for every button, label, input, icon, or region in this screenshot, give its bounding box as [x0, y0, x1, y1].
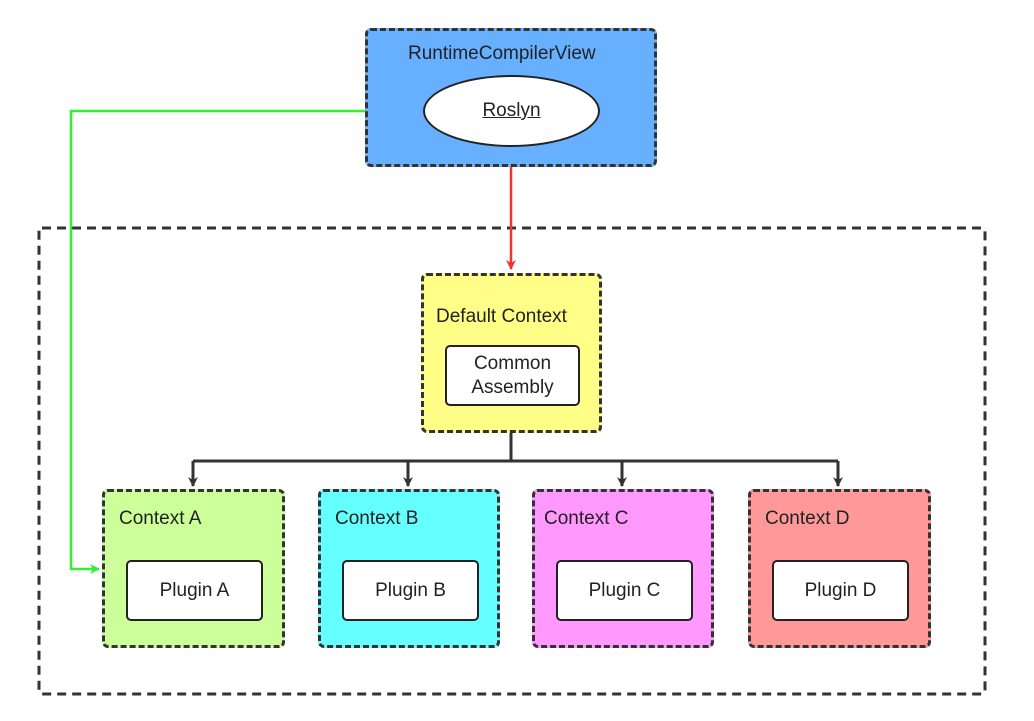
common-assembly-node: Common Assembly [445, 345, 580, 406]
context-d-box: Context D Plugin D [748, 489, 931, 648]
context-d-title: Context D [765, 508, 850, 529]
common-assembly-line1: Common [473, 352, 552, 374]
plugin-c-label: Plugin C [588, 579, 661, 601]
roslyn-node: Roslyn [423, 75, 600, 147]
plugin-b-label: Plugin B [375, 579, 446, 601]
plugin-a-label: Plugin A [159, 579, 230, 601]
context-a-box: Context A Plugin A [102, 489, 285, 648]
default-context-title: Default Context [436, 306, 567, 327]
context-b-title: Context B [335, 508, 419, 529]
context-a-title: Context A [119, 508, 202, 529]
plugin-b-node: Plugin B [342, 560, 479, 621]
runtime-compiler-view-title: RuntimeCompilerView [408, 43, 596, 64]
plugin-a-node: Plugin A [126, 560, 263, 621]
context-c-box: Context C Plugin C [532, 489, 714, 648]
green-arrow-roslyn-to-context-a [69, 109, 426, 574]
plugin-c-node: Plugin C [556, 560, 693, 621]
plugin-d-node: Plugin D [772, 560, 909, 621]
default-context-box: Default Context Common Assembly [421, 273, 602, 433]
roslyn-label: Roslyn [482, 100, 541, 121]
plugin-d-label: Plugin D [804, 579, 877, 601]
context-c-title: Context C [544, 508, 629, 529]
common-assembly-line2: Assembly [471, 376, 554, 398]
context-b-box: Context B Plugin B [318, 489, 500, 648]
